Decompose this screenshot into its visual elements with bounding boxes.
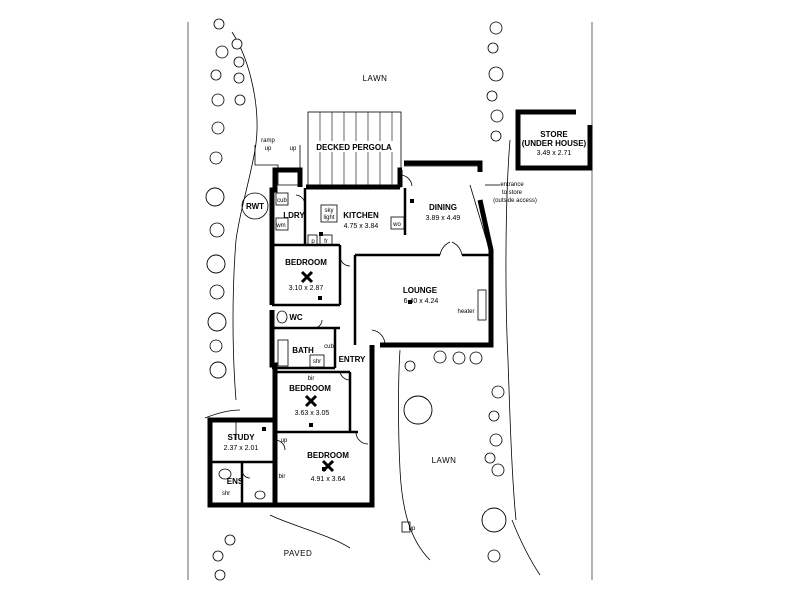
fixture-p: p [311,239,315,245]
bedroom2-dims: 3.63 x 3.05 [295,410,330,417]
door-swings [241,174,463,479]
ramp: ramp up up [254,138,301,186]
dining-dims: 3.89 x 4.49 [426,215,461,222]
study-up-label: up [281,438,288,444]
fixture-shr-bath: shr [313,359,321,365]
ramp-up-label-2: up [290,146,297,152]
bedroom2-label: BEDROOM [289,384,331,393]
ens-label: ENS [227,477,244,486]
decked-pergola: DECKED PERGOLA [307,111,402,188]
entrance-note: entrance to store (outside access) [485,182,537,204]
wc-label: WC [289,313,303,322]
fixture-heater: heater [457,309,474,315]
fixture-light: light [323,215,334,221]
decked-pergola-label: DECKED PERGOLA [316,143,392,152]
ramp-label: ramp [261,138,275,144]
store-dims: 3.49 x 2.71 [537,150,572,157]
fan-icon-bed1 [300,270,314,284]
bedroom1-label: BEDROOM [285,258,327,267]
ramp-up-label: up [265,146,272,152]
bedroom3-dims: 4.91 x 3.64 [311,476,346,483]
paved-label: PAVED [284,549,312,558]
entrance-note-line1: entrance [500,182,524,188]
fixture-cub-bath: cub [324,344,334,350]
fixture-wo: wo [392,222,401,228]
fixture-sky: sky [325,208,334,214]
rwt-label: RWT [246,202,264,211]
study-label: STUDY [227,433,255,442]
fixture-cub-laundry: cub [277,198,287,204]
kitchen-label: KITCHEN [343,211,379,220]
store-name-line2: (UNDER HOUSE) [522,139,587,148]
fixture-bir-bed3: bir [279,474,286,480]
bedroom1-dims: 3.10 x 2.87 [289,285,324,292]
study-dims: 2.37 x 2.01 [224,445,259,452]
paved-up-label: up [409,526,416,532]
room-labels: LDRY KITCHEN 4.75 x 3.84 DINING 3.89 x 4… [224,203,461,486]
property-boundary [187,22,593,580]
ceiling-fan-icons [300,270,335,473]
fan-icon-bed3 [321,459,335,473]
entry-label: ENTRY [339,355,366,364]
fixtures: cub wm sky light p fr wo heater shr cub … [218,192,487,533]
fixture-bir-bed2: bir [308,376,315,382]
lounge-dims: 6.40 x 4.24 [404,298,439,305]
kitchen-dims: 4.75 x 3.84 [344,223,379,230]
store-name-line1: STORE [540,130,568,139]
entrance-note-line3: (outside access) [493,198,537,204]
entrance-note-line2: to store [502,190,523,196]
landscaping-shrubs [205,18,507,581]
lounge-label: LOUNGE [403,286,438,295]
store-under-house: STORE (UNDER HOUSE) 3.49 x 2.71 [515,109,593,171]
lawn-label-top: LAWN [363,74,388,83]
fixture-fr: fr [324,239,328,245]
lawn-label-right: LAWN [432,456,457,465]
dining-label: DINING [429,203,457,212]
bedroom3-label: BEDROOM [307,451,349,460]
fixture-shr-ens: shr [222,491,230,497]
fan-icon-bed2 [304,394,318,408]
fixture-wm: wm [275,223,285,229]
rainwater-tank: RWT [241,192,269,220]
interior-walls [210,188,491,505]
bath-label: BATH [292,346,314,355]
laundry-label: LDRY [283,211,305,220]
